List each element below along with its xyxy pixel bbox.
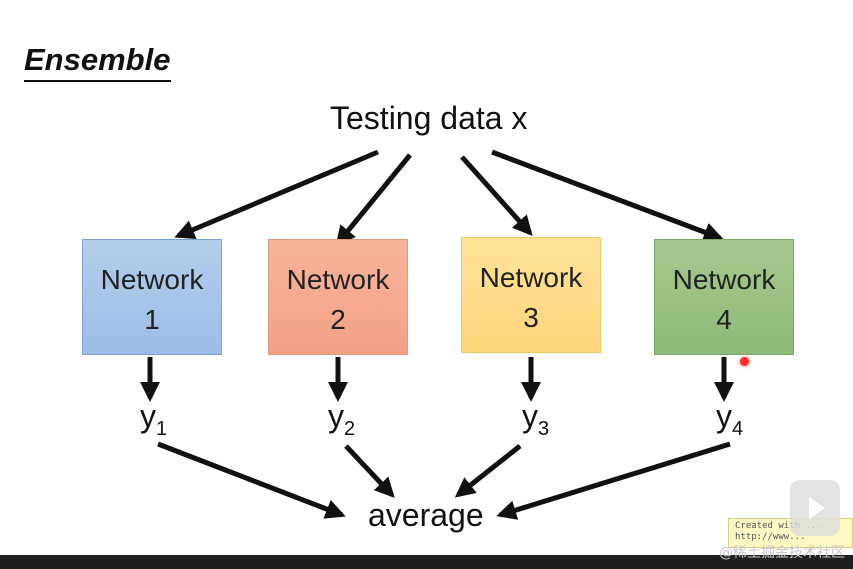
- output-y4-symbol: y: [716, 398, 732, 434]
- output-y3-symbol: y: [522, 398, 538, 434]
- network-1-number: 1: [144, 304, 160, 335]
- output-y2: y2: [328, 398, 355, 441]
- laser-pointer-dot: [740, 357, 749, 366]
- arrow-y2-to-average: [344, 444, 395, 498]
- stamp-line-1: Created with ...: [735, 521, 822, 531]
- network-2-number: 2: [330, 304, 346, 335]
- output-y3-subscript: 3: [538, 418, 550, 440]
- arrow-input-to-network-4: [491, 149, 724, 242]
- network-2-box: Network 2: [268, 239, 408, 355]
- arrow-input-to-network-2: [335, 153, 412, 247]
- title-underline: [24, 80, 171, 82]
- output-y1: y1: [140, 398, 167, 441]
- network-1-box: Network 1: [82, 239, 222, 355]
- testing-data-label: Testing data x: [330, 100, 528, 136]
- stamp-line-2: http://www...: [735, 532, 806, 542]
- arrow-y1-to-average: [157, 441, 346, 519]
- network-4-number: 4: [716, 304, 732, 335]
- output-y1-symbol: y: [140, 398, 156, 434]
- network-4-word: Network: [672, 264, 776, 295]
- arrow-input-to-network-3: [460, 155, 533, 236]
- output-y2-subscript: 2: [344, 418, 356, 440]
- play-icon[interactable]: [790, 480, 840, 536]
- network-3-number: 3: [523, 302, 539, 333]
- arrow-input-to-network-1: [174, 149, 379, 240]
- output-y4: y4: [716, 398, 743, 441]
- site-watermark: @稀土掘金技术社区: [719, 545, 845, 561]
- output-y4-subscript: 4: [732, 418, 744, 440]
- arrow-y3-to-average: [454, 444, 522, 498]
- average-label: average: [368, 497, 484, 533]
- output-y2-symbol: y: [328, 398, 344, 434]
- video-bottom-bar: [0, 555, 853, 569]
- network-4-box: Network 4: [654, 239, 794, 355]
- output-y3: y3: [522, 398, 549, 441]
- network-2-word: Network: [286, 264, 390, 295]
- network-1-word: Network: [100, 264, 204, 295]
- output-y1-subscript: 1: [156, 418, 168, 440]
- network-3-word: Network: [479, 262, 583, 293]
- slide-title: Ensemble: [24, 42, 171, 77]
- network-3-box: Network 3: [461, 237, 601, 353]
- arrow-y4-to-average: [496, 441, 731, 520]
